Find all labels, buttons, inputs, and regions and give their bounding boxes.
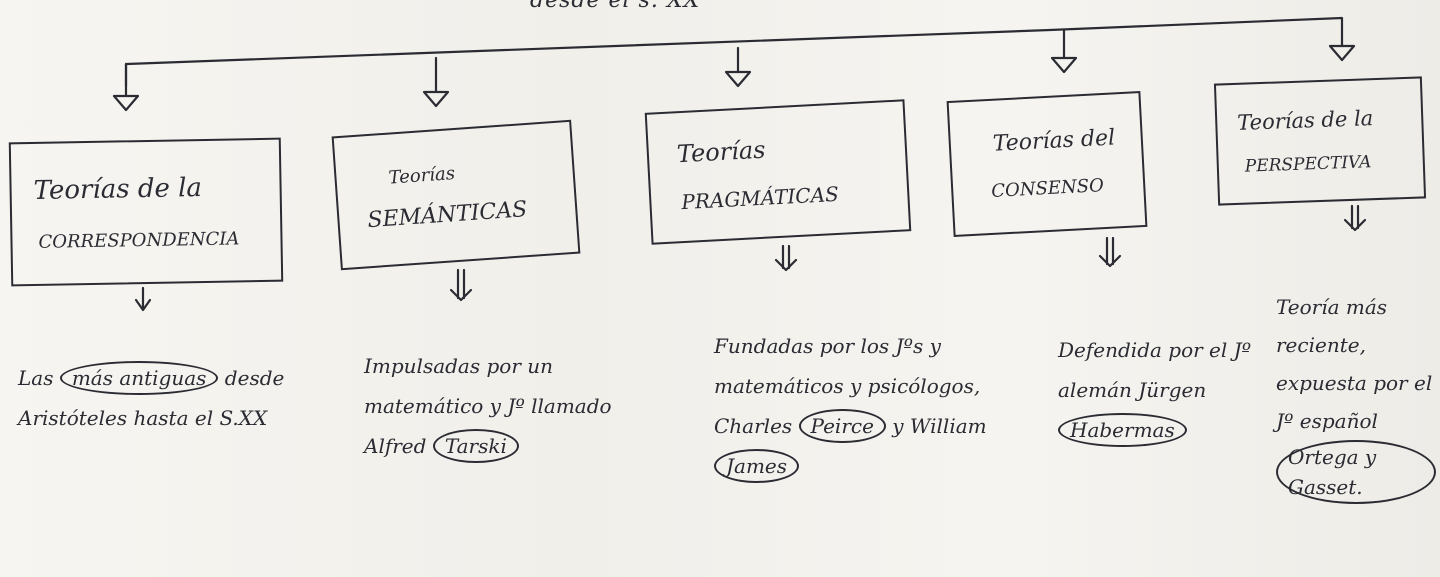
theory-description-correspondencia: Las más antiguas desde Aristóteles hasta… — [18, 318, 288, 438]
theory-box-line2: PRAGMÁTICAS — [680, 181, 840, 215]
drop-arrow-5 — [1328, 38, 1356, 62]
down-arrow-2 — [449, 268, 473, 302]
diagram-heading: desde el s. XX — [530, 0, 701, 13]
down-arrow-1 — [134, 286, 152, 312]
theory-box-line1: Teorías del — [992, 125, 1116, 157]
theory-description-pragmaticas: Fundadas por los Jºs y matemáticos y psi… — [714, 286, 1034, 486]
description-text: Las — [18, 366, 60, 390]
theory-box-line2: CONSENSO — [990, 175, 1105, 202]
description-text: Impulsadas por un matemático y Jº llamad… — [364, 354, 612, 458]
theory-box-pragmaticas: Teorías PRAGMÁTICAS — [644, 99, 912, 245]
theory-box-perspectiva: Teorías de la PERSPECTIVA — [1213, 76, 1427, 206]
description-text: Defendida por el Jº alemán Jürgen — [1058, 338, 1252, 402]
drop-arrow-3 — [724, 46, 752, 88]
description-text: y William — [885, 414, 987, 438]
highlight-circle: James — [714, 449, 800, 483]
theory-box-line1: Teorías de la — [33, 172, 203, 206]
down-arrow-4 — [1098, 236, 1122, 268]
theory-description-consenso: Defendida por el Jº alemán Jürgen Haberm… — [1058, 290, 1258, 450]
theory-box-line2: SEMÁNTICAS — [366, 197, 529, 234]
down-arrow-3 — [774, 244, 798, 272]
theory-box-line1: Teorías de la — [1236, 106, 1374, 135]
description-text: desde Aristóteles hasta el S.XX — [18, 366, 285, 430]
theory-box-line2: PERSPECTIVA — [1244, 152, 1372, 177]
highlight-circle: Tarski — [432, 429, 519, 463]
highlight-circle: Ortega y Gasset. — [1276, 440, 1436, 504]
theory-box-correspondencia: Teorías de la CORRESPONDENCIA — [8, 137, 284, 287]
theory-box-line1: Teorías — [387, 163, 456, 189]
highlight-circle: Habermas — [1058, 413, 1187, 447]
drop-arrow-4 — [1050, 28, 1078, 74]
theory-box-line2: CORRESPONDENCIA — [38, 227, 240, 253]
theory-description-perspectiva: Teoría más reciente, expuesta por el Jº … — [1276, 250, 1436, 506]
description-text: Fundadas por los Jºs y matemáticos y psi… — [714, 334, 981, 438]
theory-box-consenso: Teorías del CONSENSO — [946, 91, 1148, 237]
highlight-circle: Peirce — [798, 409, 886, 443]
theory-description-semanticas: Impulsadas por un matemático y Jº llamad… — [364, 306, 664, 466]
bracket-line — [124, 16, 1344, 88]
drop-arrow-1 — [112, 62, 140, 112]
down-arrow-5 — [1343, 204, 1367, 232]
highlight-circle: más antiguas — [59, 361, 219, 395]
theory-box-semanticas: Teorías SEMÁNTICAS — [331, 119, 581, 271]
description-text: Teoría más reciente, expuesta por el Jº … — [1276, 295, 1433, 433]
theory-box-line1: Teorías — [676, 135, 767, 169]
drop-arrow-2 — [422, 56, 450, 108]
